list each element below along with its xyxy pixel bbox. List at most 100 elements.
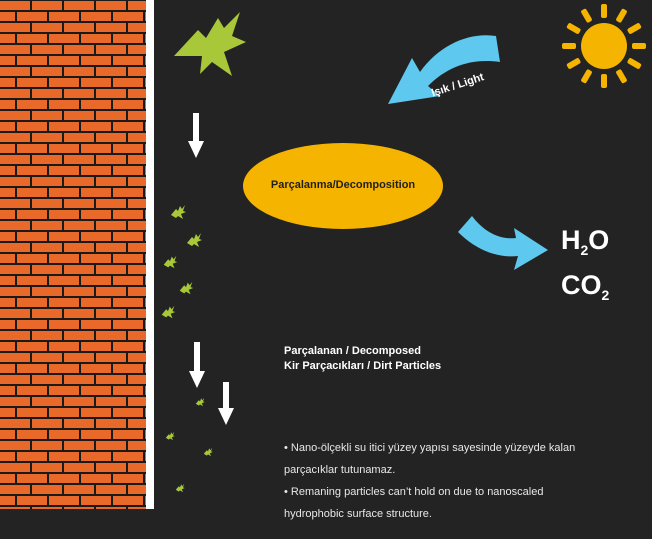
brick [17,386,47,395]
brick [128,243,146,252]
brick [0,342,15,351]
brick [64,485,94,494]
sun-ray [616,69,627,84]
brick [113,430,143,439]
brick [64,375,94,384]
brick [113,386,143,395]
brick [0,78,15,87]
light-arrow-icon [388,35,500,104]
brick [64,287,94,296]
brick [81,496,111,505]
sun-ray [601,74,607,88]
brick [96,221,126,230]
brick [96,441,126,450]
brick [128,265,146,274]
brick [64,155,94,164]
brick [96,485,126,494]
sun-icon [562,4,646,88]
brick [0,298,15,307]
brick [0,23,30,32]
brick [0,56,15,65]
brick [96,111,126,120]
brick [81,34,111,43]
brick [49,122,79,131]
brick [81,320,111,329]
brick [32,331,62,340]
brick [32,265,62,274]
brick [128,133,146,142]
brick [145,56,146,65]
brick [49,100,79,109]
brick [17,56,47,65]
brick [145,430,146,439]
brick [113,122,143,131]
brick [81,100,111,109]
brick [17,122,47,131]
brick [96,331,126,340]
brick [128,177,146,186]
brick [0,287,30,296]
brick [128,45,146,54]
brick [0,507,30,509]
brick [0,166,15,175]
brick [64,177,94,186]
brick [128,353,146,362]
brick [96,177,126,186]
small-leaf-icon [175,483,185,493]
brick [32,243,62,252]
brick [113,342,143,351]
small-leaf-icon [195,397,205,407]
brick [32,111,62,120]
brick [0,375,30,384]
brick [128,397,146,406]
brick [113,276,143,285]
brick [0,67,30,76]
brick [64,397,94,406]
brick [32,287,62,296]
brick [32,309,62,318]
down-arrow-icon [218,382,234,425]
brick [128,155,146,164]
brick [17,254,47,263]
brick [49,12,79,21]
brick [96,309,126,318]
brick [49,430,79,439]
brick [128,331,146,340]
brick [0,309,30,318]
brick [81,430,111,439]
brick [17,474,47,483]
brick [145,386,146,395]
brick [96,23,126,32]
brick [145,298,146,307]
brick [0,419,30,428]
brick [81,452,111,461]
brick [0,474,15,483]
brick [17,210,47,219]
brick [64,331,94,340]
brick [96,45,126,54]
brick [128,67,146,76]
brick [128,221,146,230]
decomposition-ellipse [243,143,443,229]
brick [113,232,143,241]
brick [32,177,62,186]
brick [96,155,126,164]
brick [49,276,79,285]
brick [96,133,126,142]
brick [17,78,47,87]
note-line: • Nano-ölçekli su itici yüzey yapısı say… [284,442,576,454]
down-arrow-icon [188,113,204,158]
brick [64,463,94,472]
leaf-icon [174,12,246,76]
brick [96,397,126,406]
brick [0,177,30,186]
small-leaf-icon [171,205,186,219]
brick [49,144,79,153]
brick [0,254,15,263]
small-leaf-icon [203,447,213,457]
wall-surface-edge [146,0,154,509]
brick [0,155,30,164]
brick [17,430,47,439]
dirt-particles [161,205,213,493]
h2o-formula: H2O [561,225,610,258]
